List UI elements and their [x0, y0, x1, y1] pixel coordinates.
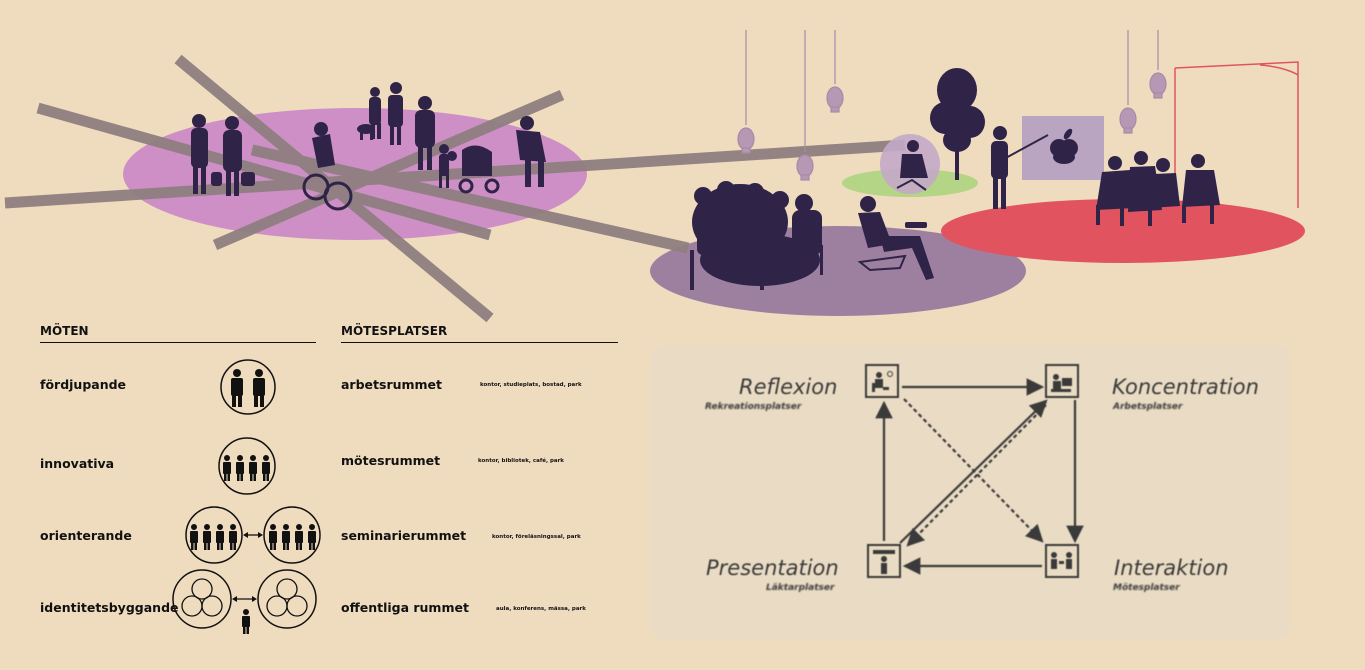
four-people-circle-icon — [218, 437, 276, 495]
moten-divider — [40, 342, 316, 343]
moten-item-fordjupande: fördjupande — [40, 377, 127, 392]
node-presentation-sub: Läktarplatser — [766, 583, 835, 593]
motesplats-seminarierummet: seminarierummet — [341, 528, 467, 543]
node-koncentration-sub: Arbetsplatser — [1113, 402, 1183, 412]
moten-item-identitetsbyggande: identitetsbyggande — [40, 600, 179, 615]
motesplats-offentliga-rummet-places: aula, konferens, mässa, park — [496, 606, 586, 612]
motesplats-seminarierummet-places: kontor, föreläsningssal, park — [492, 534, 581, 540]
meeting-scene-illustration — [4, 30, 1305, 323]
desk-person-icon — [1051, 374, 1072, 392]
meeting-people-icon — [1051, 552, 1072, 569]
motesplatser-header: MÖTESPLATSER — [341, 324, 448, 338]
armchair-person-icon — [872, 371, 893, 392]
node-box-presentation — [867, 544, 901, 578]
moten-item-orienterande: orienterande — [40, 528, 132, 543]
motesplats-motesrummet-places: kontor, bibliotek, café, park — [478, 458, 564, 464]
motesplats-arbetsrummet-places: kontor, studieplats, bostad, park — [480, 382, 582, 388]
motesplatser-divider — [341, 342, 618, 343]
activity-diagram-panel — [650, 345, 1290, 640]
apple-logo-icon — [1050, 128, 1078, 164]
tree-icon — [930, 68, 985, 180]
node-presentation: Presentation — [706, 556, 839, 580]
motesplats-offentliga-rummet: offentliga rummet — [341, 600, 469, 615]
two-groups-exchange-icon — [185, 506, 321, 564]
two-people-circle-icon — [220, 359, 276, 415]
node-reflexion-sub: Rekreationsplatser — [705, 402, 802, 412]
node-interaktion-sub: Mötesplatser — [1113, 583, 1180, 593]
motesplats-motesrummet: mötesrummet — [341, 453, 441, 468]
identity-circles-icon — [172, 569, 317, 634]
node-reflexion: Reflexion — [739, 375, 838, 399]
node-koncentration: Koncentration — [1112, 375, 1259, 399]
moten-item-innovativa: innovativa — [40, 456, 115, 471]
presenter-icon — [873, 550, 895, 574]
activity-diagram — [865, 364, 1084, 578]
hanging-lamps — [737, 30, 1167, 181]
moten-header: MÖTEN — [40, 324, 89, 338]
node-box-koncentration — [1045, 364, 1079, 398]
presentation-screen — [1001, 116, 1104, 180]
motesplats-arbetsrummet: arbetsrummet — [341, 377, 443, 392]
people-silhouettes — [191, 82, 1220, 290]
node-box-interaktion — [1045, 544, 1079, 578]
node-box-reflexion — [865, 364, 899, 398]
node-interaktion: Interaktion — [1114, 556, 1229, 580]
